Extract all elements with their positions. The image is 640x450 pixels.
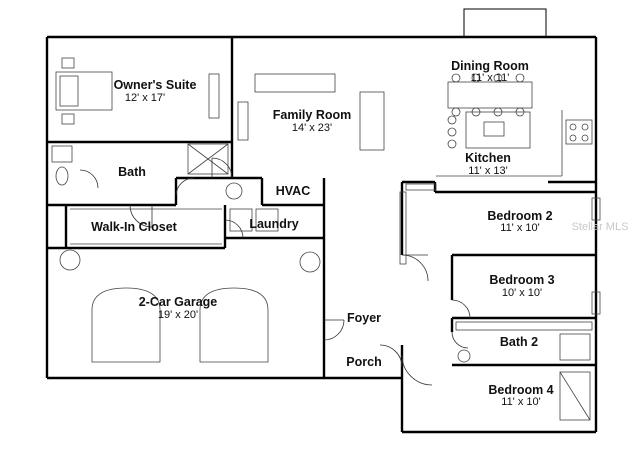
garage-size: 19' x 20' [158,309,198,321]
exterior-bumpout [463,8,547,38]
bedroom-3-label: Bedroom 3 [489,273,554,287]
bedroom-4-size: 11' x 10' [501,396,540,408]
garage-label: 2-Car Garage [139,295,218,309]
bath-label: Bath [118,165,146,179]
bedroom-4-label: Bedroom 4 [488,383,553,397]
dining-room-size: 11' x 11' [471,72,510,84]
fixtures [51,57,601,421]
bedroom-2-label: Bedroom 2 [487,209,552,223]
room-labels: Owner's Suite 12' x 17' Family Room 14' … [91,59,555,408]
watermark-text: Stellar MLS [572,221,629,233]
walk-in-closet-label: Walk-In Closet [91,220,177,234]
laundry-label: Laundry [249,217,298,231]
bedroom-2-size: 11' x 10' [500,222,539,234]
kitchen-label: Kitchen [465,151,511,165]
foyer-label: Foyer [347,311,381,325]
kitchen-size: 11' x 13' [468,165,507,177]
family-room-label: Family Room [273,108,352,122]
hvac-label: HVAC [276,184,311,198]
owners-suite-size: 12' x 17' [125,92,165,104]
dining-room-label: Dining Room [451,59,529,73]
bath-2-label: Bath 2 [500,335,538,349]
porch-label: Porch [346,355,381,369]
family-room-size: 14' x 23' [292,122,332,134]
interior-walls [47,37,596,432]
bedroom-3-size: 10' x 10' [502,287,542,299]
owners-suite-label: Owner's Suite [114,78,197,92]
